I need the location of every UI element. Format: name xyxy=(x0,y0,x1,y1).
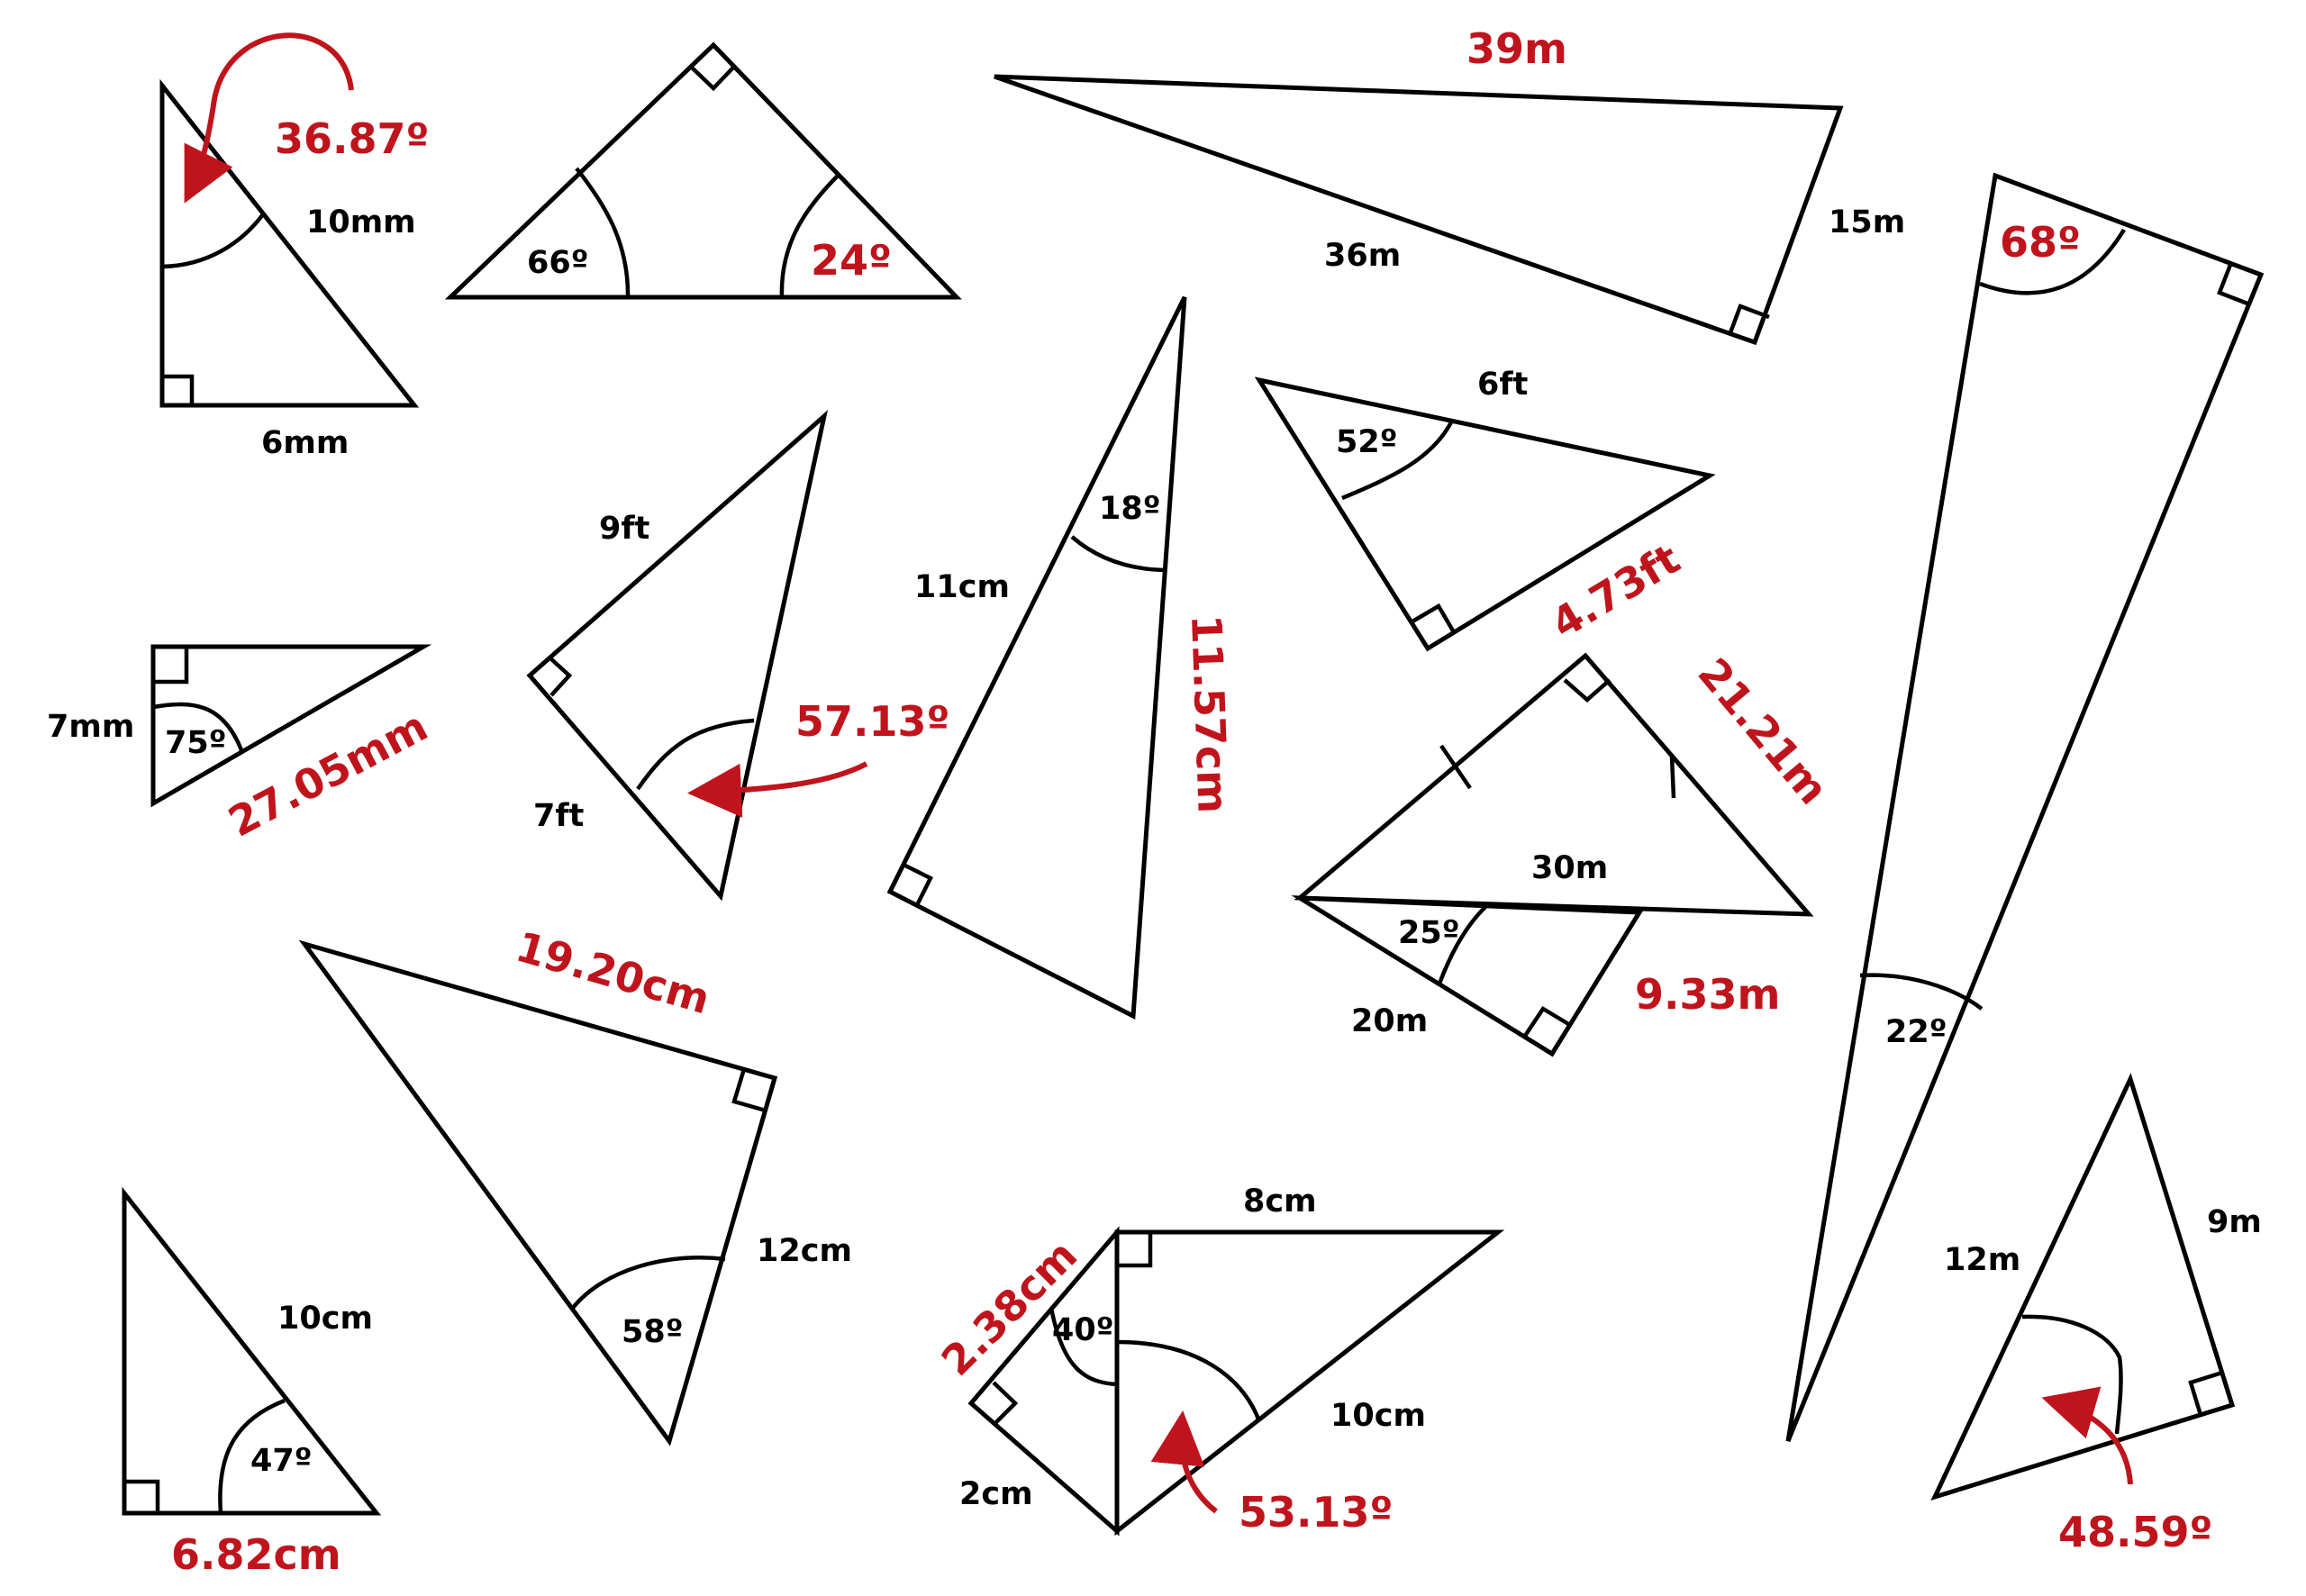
side-label-hypotenuse: 10mm xyxy=(306,204,416,240)
triangle-5: 6ft 52º 4.73ft xyxy=(1254,367,1716,652)
triangle-9: 21.21m 30m xyxy=(1294,648,1838,917)
angle-arc xyxy=(1070,535,1165,573)
triangle-1: 10mm 6mm 36.87º xyxy=(159,32,429,461)
triangle-11: 19.20cm 12cm 58º xyxy=(298,922,852,1446)
side-label: 10cm xyxy=(277,1301,373,1337)
answer-arrow xyxy=(687,761,868,818)
right-angle-mark xyxy=(992,1381,1019,1427)
side-label: 7mm xyxy=(47,709,134,745)
right-angle-mark xyxy=(1523,1005,1572,1038)
angle-arc xyxy=(1341,419,1455,501)
angle-arc xyxy=(1116,1339,1262,1422)
side-label-right: 10cm xyxy=(1330,1398,1426,1434)
angle-label: 58º xyxy=(622,1314,683,1350)
triangle-7: 9ft 7ft 57.13º xyxy=(526,410,949,902)
right-angle-mark xyxy=(1117,1232,1153,1268)
angle-arc xyxy=(636,718,755,791)
answer-side: 39m xyxy=(1466,24,1567,73)
angle-label-bottom: 22º xyxy=(1885,1014,1947,1050)
answer-side: 19.20cm xyxy=(511,922,715,1024)
triangle-4: 68º 22º xyxy=(1785,172,2265,1442)
angle-label-left: 66º xyxy=(527,245,588,281)
side-label: 12cm xyxy=(757,1233,852,1269)
right-angle-mark xyxy=(2217,264,2248,306)
right-angle-mark xyxy=(2188,1370,2223,1416)
triangle-3: 39m 36m 15m xyxy=(994,24,1905,346)
angle-arc xyxy=(152,702,244,751)
angle-arc xyxy=(1049,1307,1118,1387)
right-angle-mark xyxy=(153,647,189,685)
angle-label: 25º xyxy=(1398,915,1459,951)
triangle-12: 10cm 47º 6.82cm xyxy=(122,1186,382,1579)
right-angle-mark xyxy=(162,374,195,405)
triangle-13: 8cm 10cm 53.13º xyxy=(1114,1183,1505,1537)
tick-mark-right xyxy=(1669,756,1676,799)
triangle-6: 11cm 18º 11.57cm xyxy=(886,295,1238,1020)
triangle-10: 25º 20m 9.33m xyxy=(1291,895,1780,1057)
triangle-2: 66º 24º xyxy=(444,41,962,300)
answer-angle: 24º xyxy=(811,236,892,285)
angle-label: 75º xyxy=(165,725,226,761)
right-angle-mark xyxy=(1727,304,1770,336)
angle-arc-bottom xyxy=(1859,973,1984,1011)
side-label-short: 15m xyxy=(1829,204,1905,240)
answer-side: 4.73ft xyxy=(1543,534,1688,648)
right-angle-mark xyxy=(1563,678,1611,703)
side-label-right: 9m xyxy=(2207,1204,2262,1240)
side-label-base: 30m xyxy=(1531,850,1608,886)
tick-mark-left xyxy=(1439,744,1472,790)
answer-arrow xyxy=(2041,1386,2133,1485)
answer-side: 9.33m xyxy=(1635,970,1780,1019)
angle-arc-left xyxy=(575,167,631,298)
answer-angle: 48.59º xyxy=(2058,1508,2212,1556)
angle-label: 40º xyxy=(1052,1312,1113,1348)
answer-angle: 57.13º xyxy=(795,697,949,746)
angle-arc xyxy=(571,1256,726,1310)
angle-label: 52º xyxy=(1336,424,1397,460)
right-angle-mark xyxy=(124,1479,160,1513)
triangle-15: 12m 9m 48.59º xyxy=(1930,1073,2262,1556)
triangle-8: 7mm 75º 27.05mm xyxy=(47,644,435,847)
right-angle-mark xyxy=(902,862,934,907)
triangle-14: 2.38cm 40º 2cm xyxy=(932,1226,1120,1537)
angle-arc xyxy=(161,213,265,269)
side-label-top: 8cm xyxy=(1243,1183,1317,1220)
angle-arc-right xyxy=(779,172,841,298)
answer-arrow xyxy=(1150,1410,1218,1514)
side-label: 2cm xyxy=(959,1476,1033,1512)
right-angle-mark xyxy=(731,1068,767,1113)
side-label-left: 11cm xyxy=(914,569,1010,605)
right-angle-mark xyxy=(1411,603,1456,634)
side-label-top: 6ft xyxy=(1477,367,1528,403)
side-label: 20m xyxy=(1351,1003,1428,1039)
side-label-top: 9ft xyxy=(599,511,649,547)
angle-arc xyxy=(2021,1314,2123,1435)
side-label-bottom: 7ft xyxy=(533,798,584,834)
answer-side: 6.82cm xyxy=(171,1530,341,1579)
answer-side: 11.57cm xyxy=(1182,613,1238,813)
angle-label: 18º xyxy=(1099,491,1160,527)
angle-label: 47º xyxy=(250,1443,312,1479)
answer-angle: 68º xyxy=(2000,218,2081,267)
answer-arrow xyxy=(184,32,354,204)
answer-side: 27.05mm xyxy=(221,702,435,847)
angle-arc xyxy=(218,1398,286,1514)
side-label-hypotenuse: 36m xyxy=(1324,238,1401,274)
right-angle-mark xyxy=(690,66,735,92)
angle-arc-top xyxy=(1979,228,2126,295)
angle-arc xyxy=(1437,904,1488,984)
answer-side: 21.21m xyxy=(1689,648,1838,813)
answer-angle: 53.13º xyxy=(1239,1488,1393,1537)
side-label-base: 6mm xyxy=(261,425,349,461)
answer-angle: 36.87º xyxy=(275,114,429,163)
side-label-left: 12m xyxy=(1944,1242,2020,1278)
right-angle-mark xyxy=(548,656,573,697)
